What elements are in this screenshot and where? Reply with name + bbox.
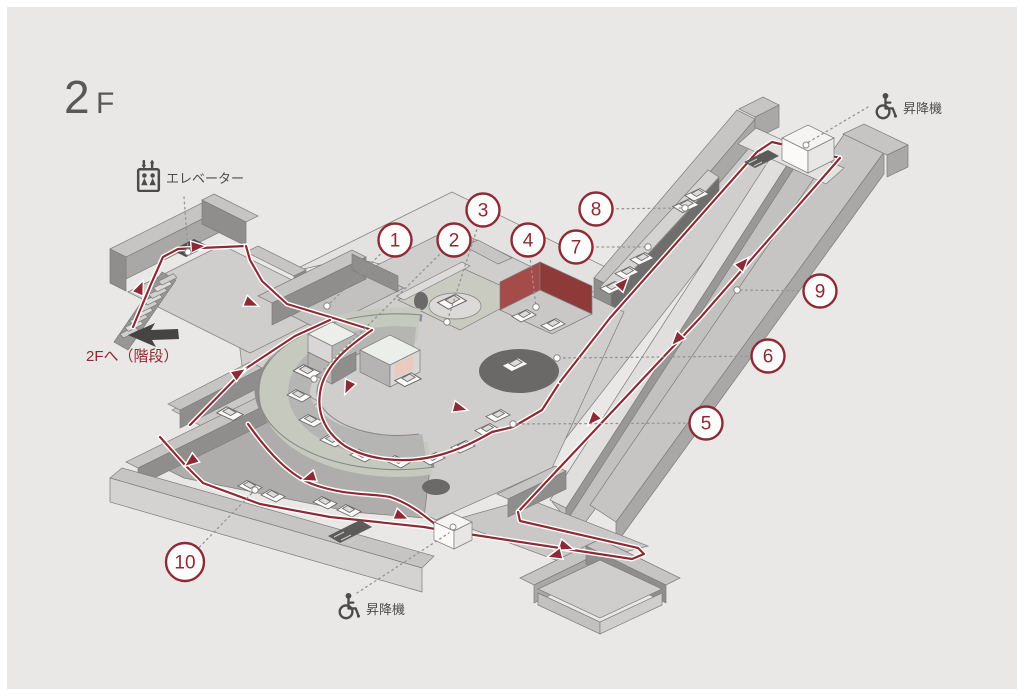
route-arrow <box>228 367 248 383</box>
entrance-wing <box>109 193 345 354</box>
lift-top-label: 昇降機 <box>903 101 942 116</box>
floor-title-number: 2 <box>64 71 90 123</box>
long-gallery <box>525 96 909 546</box>
route-arrow <box>130 278 145 298</box>
stairs-direction-arrow <box>128 323 179 347</box>
route-arrow <box>545 546 565 560</box>
car <box>336 503 362 518</box>
route-arrow <box>732 255 750 274</box>
marker-number-9: 9 <box>815 282 826 303</box>
car <box>629 251 655 266</box>
wheelchair-icon-bottom <box>338 591 361 620</box>
lift-bottom-label: 昇降機 <box>366 602 405 617</box>
floor-title-suffix: F <box>96 87 114 120</box>
car <box>436 293 468 310</box>
car <box>485 408 511 423</box>
map-marker-9: 9 <box>733 273 838 309</box>
map-marker-5: 5 <box>509 405 724 441</box>
route-arrow <box>612 275 630 294</box>
route-arrows <box>130 240 750 560</box>
route-arrow <box>391 506 411 521</box>
marker-number-6: 6 <box>763 347 774 368</box>
building-illustration <box>109 96 909 635</box>
wheelchair-icon-top <box>875 91 898 120</box>
marker-number-1: 1 <box>390 231 401 252</box>
elevator-icon <box>136 160 161 192</box>
marker-number-3: 3 <box>478 201 489 222</box>
car <box>215 406 245 422</box>
map-marker-10: 10 <box>164 486 259 583</box>
map-marker-3: 3 <box>443 192 501 326</box>
map-marker-1: 1 <box>323 222 413 310</box>
car <box>260 488 286 503</box>
map-marker-7: 7 <box>558 229 652 265</box>
lift-top <box>744 124 835 174</box>
car <box>540 317 566 332</box>
wall-emblem <box>414 292 428 310</box>
map-marker-8: 8 <box>578 191 689 227</box>
marker-number-2: 2 <box>449 231 460 252</box>
route-arrow <box>556 537 576 552</box>
booth-sign <box>395 355 413 378</box>
elevator-label: エレベーター <box>166 171 244 186</box>
map-marker-2: 2 <box>310 222 472 383</box>
car <box>286 388 312 403</box>
car <box>684 187 710 202</box>
stairs-label: 2Fへ（階段） <box>86 348 179 365</box>
bottom-outer-wall <box>109 467 435 593</box>
floor-pit <box>422 479 450 495</box>
car <box>511 308 537 323</box>
route-arrow <box>299 468 319 483</box>
car <box>393 372 423 388</box>
route-arrow <box>586 409 604 428</box>
south-east-corner <box>448 465 681 635</box>
route-arrow <box>450 399 470 413</box>
map-marker-4: 4 <box>510 222 546 311</box>
marker-number-8: 8 <box>591 200 602 221</box>
route-arrow <box>670 329 688 348</box>
marker-number-10: 10 <box>174 553 195 574</box>
route-arrow <box>182 451 201 468</box>
car-turntable <box>479 349 559 393</box>
car <box>312 495 338 510</box>
car <box>500 357 530 373</box>
route-arrow <box>241 293 261 308</box>
info-booth <box>307 321 357 385</box>
marker-number-5: 5 <box>701 414 712 435</box>
route-arrow <box>343 377 358 397</box>
facility-leaders <box>183 106 869 594</box>
map-marker-6: 6 <box>553 338 786 374</box>
red-exhibit-room <box>499 261 593 335</box>
marker-number-4: 4 <box>523 231 534 252</box>
staircase <box>119 273 178 339</box>
theater-booth <box>359 334 421 388</box>
route-arrow <box>189 240 208 255</box>
marker-number-7: 7 <box>571 238 582 259</box>
